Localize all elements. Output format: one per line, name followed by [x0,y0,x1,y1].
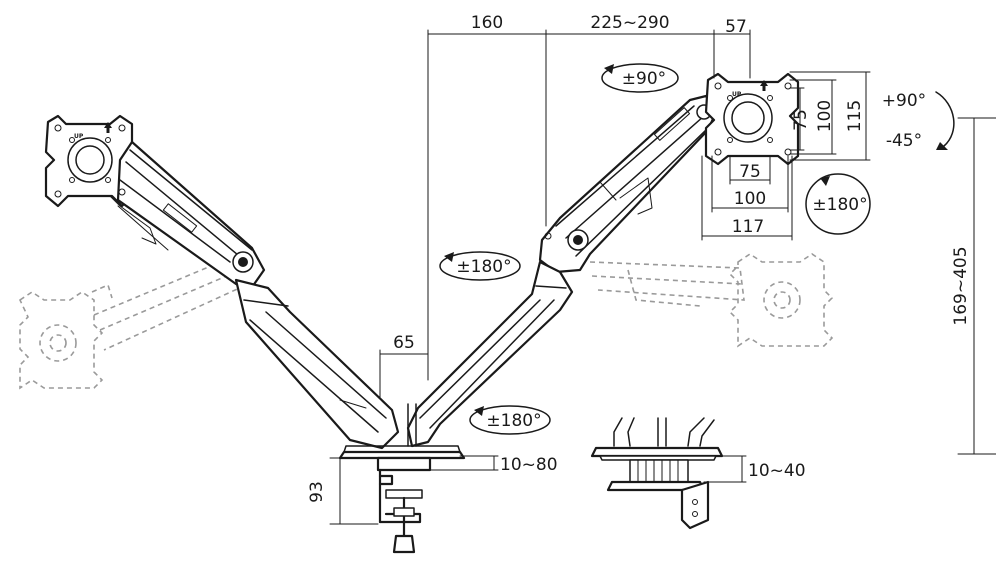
rot-tilt-down: -45° [886,131,922,151]
rot-swivel-head: ±180° [812,195,867,215]
rotation-labels: ±90° +90° -45° ±180° ±180° ±180° [456,69,926,431]
left-upper-arm [109,140,266,292]
dim-arm-extension: 225~290 [590,13,669,33]
dim-vesa-v-100: 100 [815,100,835,132]
right-vesa-plate [704,72,800,166]
grommet-mount-detail [590,417,724,530]
dimension-labels: 160 225~290 57 75 100 115 75 100 117 65 … [307,13,971,503]
left-up-mark: UP [74,122,112,140]
left-up-text: UP [74,133,84,140]
rotation-arrows [439,63,955,435]
dim-clamp-range: 10~80 [500,455,558,475]
dim-head-depth: 57 [725,17,747,37]
rot-swivel-elbow: ±180° [456,257,511,277]
dim-arm-top-width: 160 [471,13,503,33]
dim-height-range: 169~405 [951,246,971,325]
dim-vesa-v-115: 115 [845,100,865,132]
dim-vesa-h-100: 100 [734,189,766,209]
dim-base-height: 93 [307,481,327,503]
ghost-left-monitor-position [18,256,248,390]
dim-vesa-h-75: 75 [739,162,761,182]
right-upper-arm [538,94,718,274]
ghost-right-monitor-position [589,253,834,348]
dim-pole-offset: 65 [393,333,415,353]
rot-head-rotation: ±90° [622,69,666,89]
base-and-clamp [338,403,466,554]
left-lower-arm [234,278,400,450]
right-up-mark: UP [732,80,768,98]
rot-tilt-up: +90° [882,91,926,111]
dim-vesa-v-75: 75 [791,109,811,131]
rot-swivel-base: ±180° [486,411,541,431]
dim-grommet-range: 10~40 [748,461,806,481]
right-up-text: UP [732,91,742,98]
right-lower-arm [406,260,574,448]
dimension-lines [329,29,996,525]
dim-vesa-h-117: 117 [732,217,764,237]
